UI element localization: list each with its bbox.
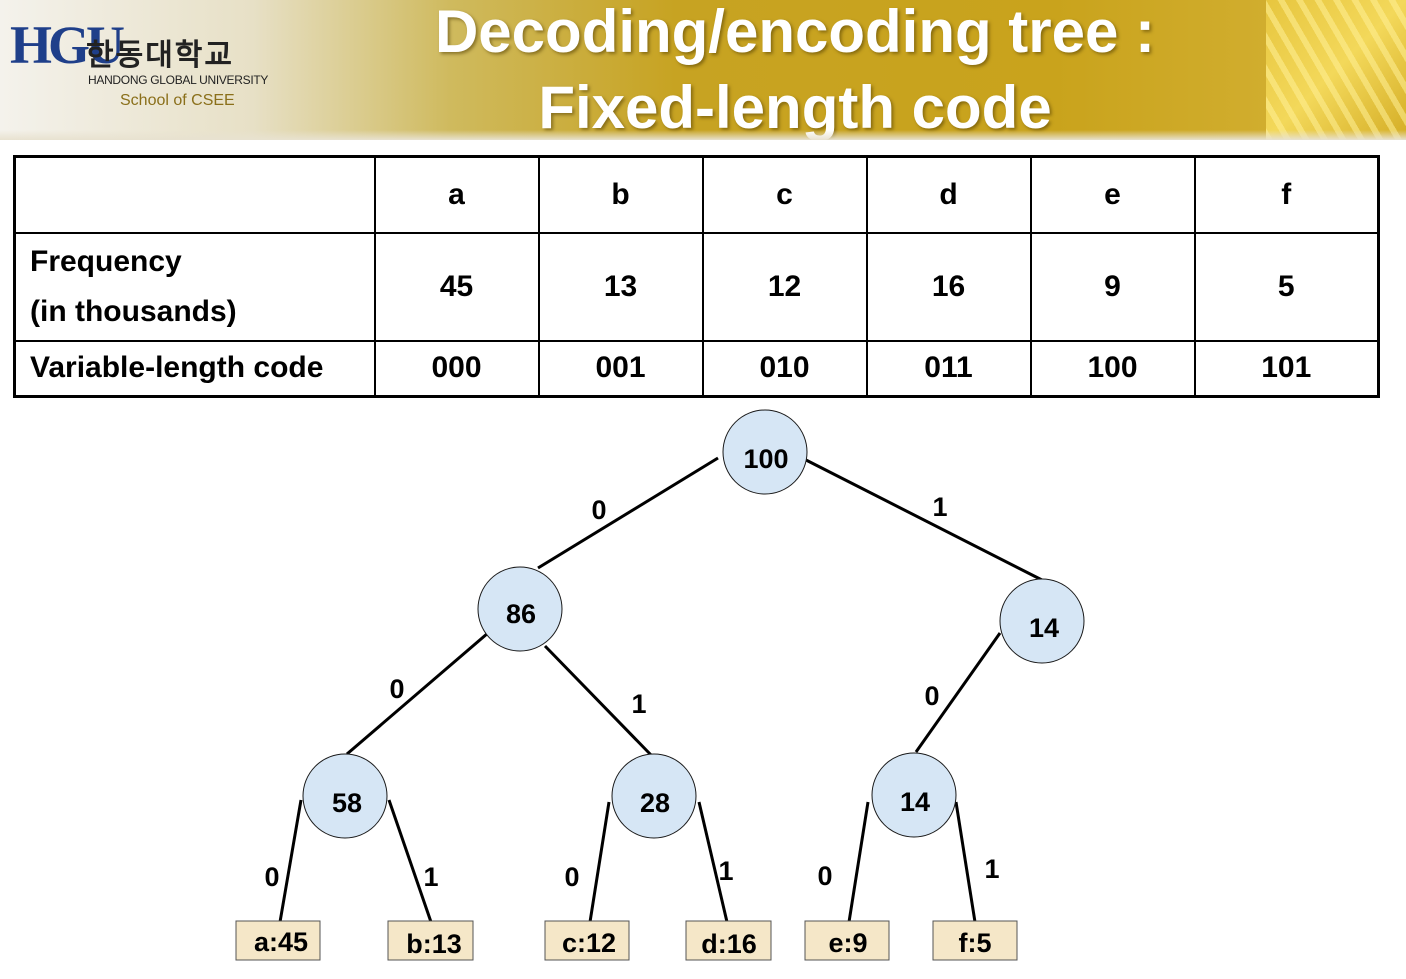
frequency-row: Frequency (in thousands) 45 13 12 16 9 5	[13, 231, 1380, 342]
frequency-cell: 12	[701, 231, 868, 342]
code-row: Variable-length code 000 001 010 011 100…	[13, 339, 1380, 398]
tree-leaf-b: b:13	[387, 920, 474, 961]
edge-label: 0	[924, 681, 939, 711]
leaf-label: c:12	[562, 928, 616, 958]
leaf-box	[387, 920, 474, 961]
tree-leaf-f: f:5	[932, 920, 1018, 961]
code-cell: 011	[865, 339, 1032, 398]
tree-node-14-right: 14	[999, 578, 1085, 664]
tree-node-28: 28	[611, 753, 697, 839]
leaf-label: d:16	[701, 929, 757, 959]
column-header: c	[701, 155, 868, 234]
tree-edge	[805, 458, 1043, 582]
tree-edge	[543, 644, 654, 758]
logo-mark: HGU	[10, 15, 125, 75]
node-label: 14	[1029, 613, 1059, 643]
title-line-2: Fixed-length code	[538, 74, 1052, 140]
leaf-label: f:5	[959, 928, 992, 958]
node-circle	[871, 752, 957, 838]
tree-edge	[346, 631, 489, 756]
column-header: a	[373, 155, 540, 234]
node-circle	[722, 409, 808, 495]
tree-leaf-c: c:12	[544, 920, 630, 961]
node-label: 86	[506, 599, 536, 629]
node-label: 58	[332, 788, 362, 818]
edge-label: 1	[932, 492, 947, 522]
leaf-label: b:13	[406, 929, 462, 959]
leaf-box	[804, 920, 890, 961]
leaf-label: e:9	[828, 928, 867, 958]
tree-edge	[588, 801, 611, 923]
tree-edge	[387, 799, 433, 923]
edge-label: 0	[564, 862, 579, 892]
frequency-unit-label: (in thousands)	[30, 294, 237, 328]
slide-title: Decoding/encoding tree : Fixed-length co…	[380, 0, 1210, 140]
table-header-row: a b c d e f	[13, 155, 1380, 234]
node-circle	[477, 566, 563, 652]
tree-leaf-d: d:16	[685, 920, 772, 961]
decorative-chip-image	[1266, 0, 1406, 140]
tree-node-14-lower: 14	[871, 752, 957, 838]
node-label: 28	[640, 788, 670, 818]
frequency-cell: 13	[537, 231, 704, 342]
tree-leaf-a: a:45	[235, 920, 321, 961]
frequency-label: Frequency	[30, 244, 182, 278]
code-table: a b c d e f Frequency (in thousands) 45 …	[13, 155, 1380, 398]
node-circle	[302, 753, 388, 839]
code-cell: 101	[1193, 339, 1380, 398]
tree-edge	[278, 799, 303, 923]
code-row-label: Variable-length code	[13, 339, 376, 398]
logo-english-name: HANDONG GLOBAL UNIVERSITY	[88, 73, 269, 87]
tree-node-86: 86	[477, 566, 563, 652]
frequency-cell: 5	[1193, 231, 1380, 342]
logo-korean-name: 한동대학교	[86, 38, 234, 73]
edge-label: 1	[631, 689, 646, 719]
university-logo: HGU 한동대학교 HANDONG GLOBAL UNIVERSITY Scho…	[10, 14, 270, 114]
code-cell: 010	[701, 339, 868, 398]
edge-label: 0	[389, 674, 404, 704]
tree-edge	[954, 801, 977, 923]
tree-edge	[537, 456, 719, 570]
slide-header: HGU 한동대학교 HANDONG GLOBAL UNIVERSITY Scho…	[0, 0, 1406, 140]
tree-node-root: 100	[722, 409, 808, 495]
tree-edge	[847, 801, 870, 923]
tree-edge	[697, 801, 729, 923]
leaf-box	[544, 920, 630, 961]
edge-label: 1	[718, 856, 733, 886]
leaf-box	[932, 920, 1018, 961]
edge-label: 0	[817, 861, 832, 891]
code-cell: 100	[1029, 339, 1196, 398]
leaf-label: a:45	[254, 927, 308, 957]
node-label: 14	[900, 787, 930, 817]
tree-leaf-e: e:9	[804, 920, 890, 961]
edge-label: 1	[423, 862, 438, 892]
node-circle	[611, 753, 697, 839]
tree-edge	[914, 632, 1002, 753]
edge-label: 0	[591, 495, 606, 525]
code-cell: 000	[373, 339, 540, 398]
leaf-box	[235, 920, 321, 961]
table-corner-cell	[13, 155, 376, 234]
title-line-1: Decoding/encoding tree :	[434, 0, 1156, 65]
frequency-cell: 45	[373, 231, 540, 342]
edge-label: 1	[984, 854, 999, 884]
logo-school-name: School of CSEE	[120, 92, 235, 109]
column-header: f	[1193, 155, 1380, 234]
frequency-cell: 9	[1029, 231, 1196, 342]
frequency-row-label: Frequency (in thousands)	[13, 231, 376, 342]
code-cell: 001	[537, 339, 704, 398]
tree-node-58: 58	[302, 753, 388, 839]
column-header: d	[865, 155, 1032, 234]
node-circle	[999, 578, 1085, 664]
node-label: 100	[743, 444, 788, 474]
frequency-cell: 16	[865, 231, 1032, 342]
leaf-box	[685, 920, 772, 961]
column-header: b	[537, 155, 704, 234]
column-header: e	[1029, 155, 1196, 234]
edge-label: 0	[264, 862, 279, 892]
